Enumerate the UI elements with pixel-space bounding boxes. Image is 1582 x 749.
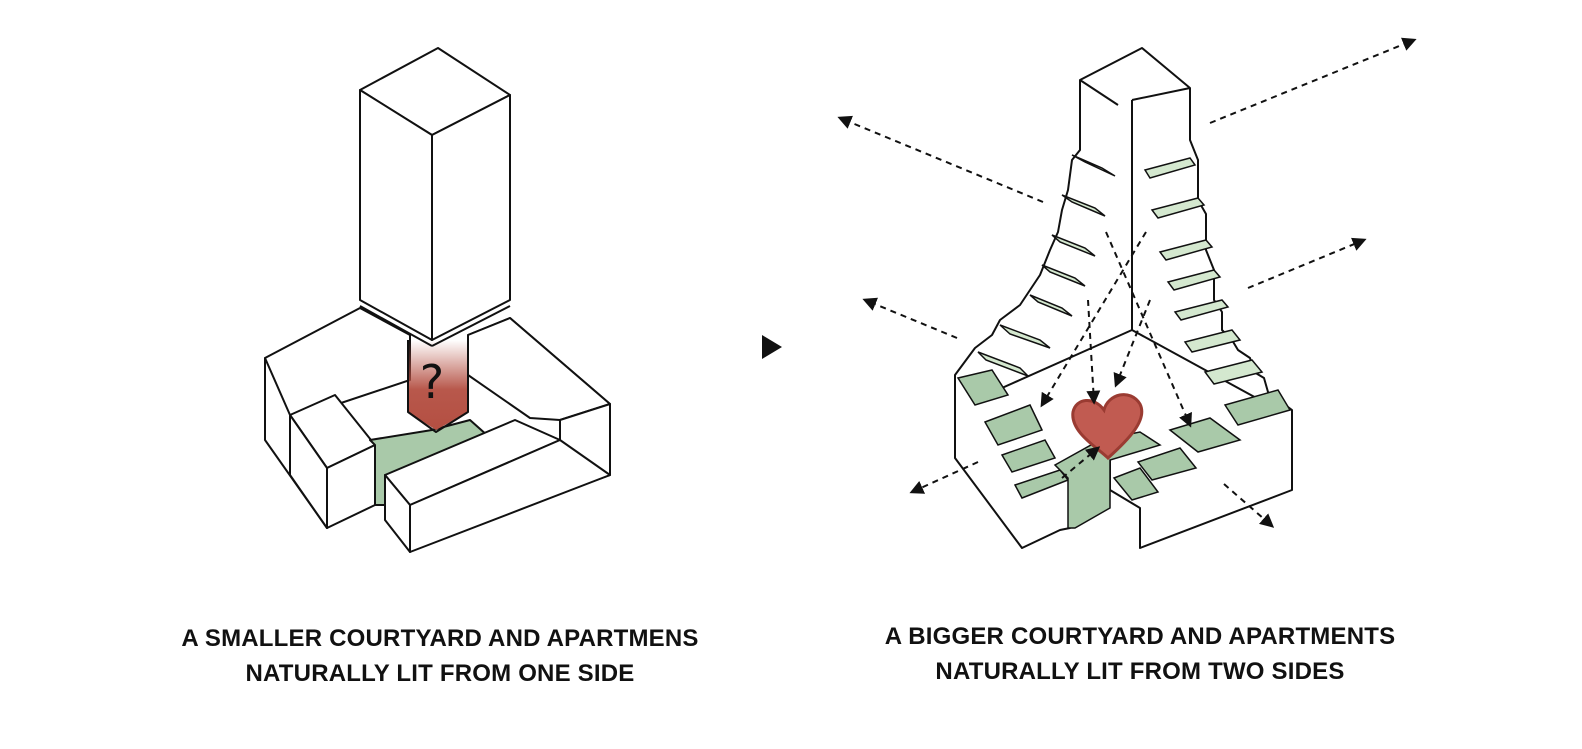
- arrow-mid-left: [862, 297, 958, 339]
- tower-left-face: [359, 89, 433, 341]
- arrow-inner-2: [1105, 231, 1192, 428]
- left-building-diagram: [264, 47, 611, 553]
- courtyard-greens: [956, 369, 1292, 529]
- arrow-inner-4: [1113, 299, 1151, 388]
- terrace: [1143, 157, 1197, 179]
- step-terraces: [977, 154, 1264, 385]
- left-caption-line-1: A SMALLER COURTYARD AND APARTMENS: [181, 625, 699, 652]
- question-mark: ?: [420, 355, 444, 409]
- tower-base-line: [359, 305, 433, 347]
- terrace: [1071, 154, 1116, 177]
- courtyard-green: [1136, 447, 1198, 481]
- arrow-lower-left: [909, 461, 979, 494]
- courtyard-green: [1223, 389, 1292, 426]
- light-arrows: [837, 37, 1417, 528]
- terrace: [1051, 234, 1096, 257]
- terrace: [1183, 329, 1242, 353]
- transition-arrow-icon: [762, 335, 782, 359]
- arrow-upper-right: [1209, 37, 1417, 124]
- right-caption-line-1: A BIGGER COURTYARD AND APARTMENTS: [884, 623, 1396, 650]
- terrace: [1166, 269, 1222, 291]
- shaft-outline: [407, 335, 469, 433]
- courtyard-green: [956, 369, 1010, 406]
- stepped-tower-silhouette: [954, 47, 1293, 549]
- arrow-inner-1: [1040, 231, 1147, 408]
- arrow-inner-5: [1061, 446, 1101, 479]
- left-block-side: [289, 414, 328, 529]
- terrace: [1203, 359, 1264, 385]
- courtyard-green: [1112, 467, 1160, 501]
- right-caption: A BIGGER COURTYARD AND APARTMENTS NATURA…: [840, 619, 1440, 689]
- heart-icon: [1071, 393, 1144, 461]
- terrace: [1150, 197, 1206, 219]
- tower-base-line-2: [431, 305, 511, 347]
- spine-line-3: [1131, 87, 1191, 101]
- left-caption: A SMALLER COURTYARD AND APARTMENS NATURA…: [140, 621, 740, 691]
- terrace: [1029, 294, 1073, 317]
- courtyard-green: [983, 404, 1044, 446]
- terrace: [999, 324, 1051, 349]
- front-block-left: [384, 474, 411, 553]
- tower-right-face: [431, 94, 511, 341]
- spine-line-2: [1079, 79, 1119, 106]
- terrace: [1061, 194, 1106, 217]
- spine-bottom-right: [1131, 329, 1261, 401]
- red-light-shaft: [408, 340, 468, 430]
- terrace: [1041, 264, 1086, 287]
- terrace: [1173, 299, 1230, 321]
- right-building-diagram: [954, 47, 1293, 549]
- right-wing-top: [467, 317, 611, 421]
- terrace: [977, 351, 1029, 377]
- right-caption-line-2: NATURALLY LIT FROM TWO SIDES: [935, 658, 1345, 685]
- left-caption-line-2: NATURALLY LIT FROM ONE SIDE: [245, 660, 635, 687]
- arrow-upper-left: [837, 115, 1044, 203]
- arrow-mid-right: [1247, 237, 1367, 289]
- courtyard-green: [1000, 439, 1057, 473]
- terrace: [1158, 239, 1214, 261]
